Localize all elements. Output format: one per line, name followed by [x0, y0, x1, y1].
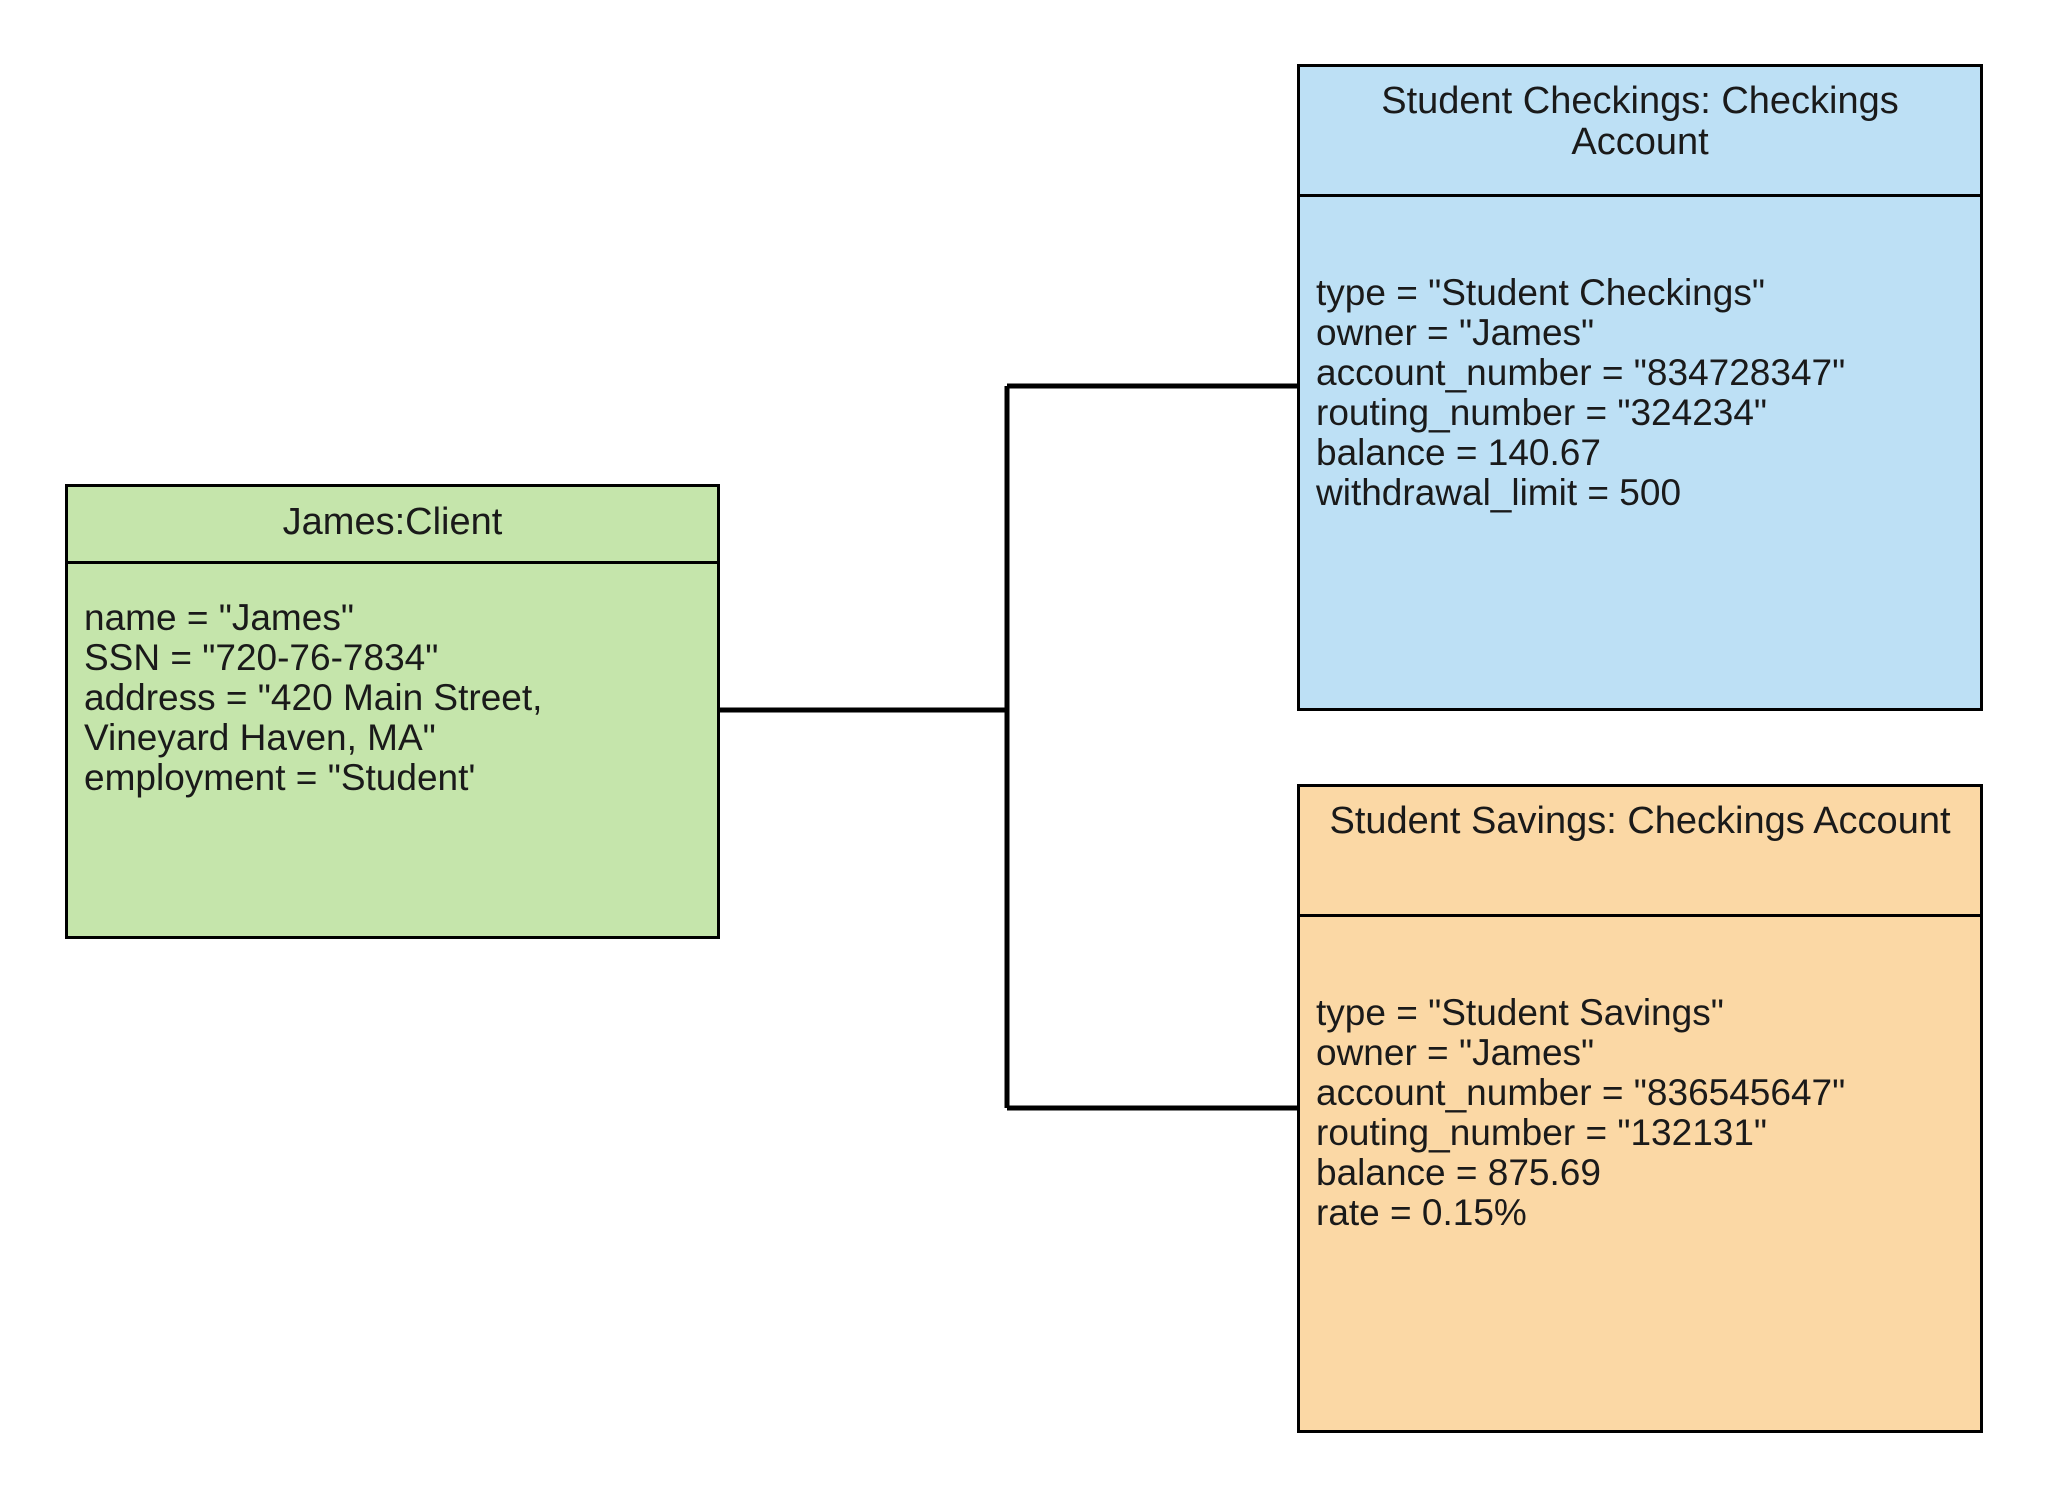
attribute-address-line2: Vineyard Haven, MA": [84, 716, 436, 758]
attribute-withdrawal-limit: withdrawal_limit = 500: [1316, 471, 1682, 513]
attribute-balance: balance = 140.67: [1316, 431, 1601, 473]
attribute-employment: employment = "Student': [84, 756, 476, 798]
attribute-owner: owner = "James": [1316, 1031, 1595, 1073]
attribute-account-number: account_number = "834728347": [1316, 351, 1846, 393]
client-object-header: James:Client: [68, 487, 717, 564]
client-object-attributes: name = "James" SSN = "720-76-7834" addre…: [68, 564, 717, 936]
student-checkings-object-attributes: type = "Student Checkings" owner = "Jame…: [1300, 197, 1980, 708]
attribute-ssn: SSN = "720-76-7834": [84, 636, 439, 678]
student-savings-object-attributes: type = "Student Savings" owner = "James"…: [1300, 917, 1980, 1430]
attribute-address-line1: address = "420 Main Street,: [84, 676, 543, 718]
student-savings-object[interactable]: Student Savings: Checkings Account type …: [1297, 784, 1983, 1433]
attribute-name: name = "James": [84, 597, 354, 638]
client-object[interactable]: James:Client name = "James" SSN = "720-7…: [65, 484, 720, 939]
student-checkings-object-header: Student Checkings: Checkings Account: [1300, 67, 1980, 197]
attribute-type: type = "Student Savings": [1316, 992, 1724, 1033]
student-savings-object-header: Student Savings: Checkings Account: [1300, 787, 1980, 917]
attribute-routing-number: routing_number = "324234": [1316, 391, 1768, 433]
attribute-type: type = "Student Checkings": [1316, 272, 1765, 313]
attribute-rate: rate = 0.15%: [1316, 1191, 1527, 1233]
attribute-owner: owner = "James": [1316, 311, 1595, 353]
attribute-account-number: account_number = "836545647": [1316, 1071, 1846, 1113]
attribute-balance: balance = 875.69: [1316, 1151, 1601, 1193]
student-checkings-object[interactable]: Student Checkings: Checkings Account typ…: [1297, 64, 1983, 711]
attribute-routing-number: routing_number = "132131": [1316, 1111, 1768, 1153]
